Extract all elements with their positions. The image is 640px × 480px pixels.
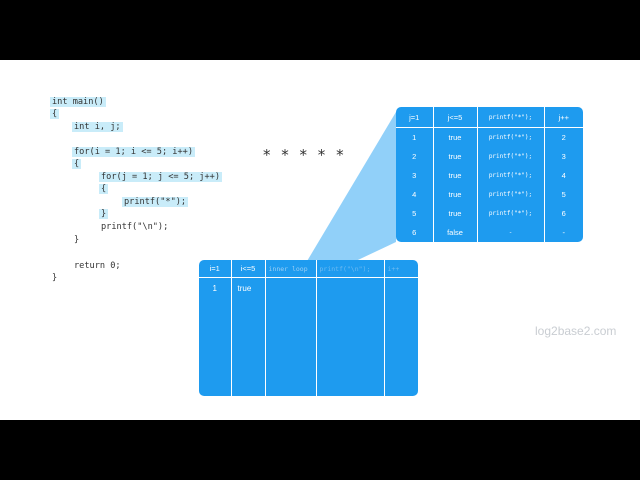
inner-cell: printf("*"); xyxy=(477,166,545,185)
code-line-inner-open: { xyxy=(99,184,109,194)
inner-cell: 6 xyxy=(396,222,434,242)
table-row: 4 true printf("*"); 5 xyxy=(396,184,583,204)
code-line-outer-for: for(i = 1; i <= 5; i++) xyxy=(72,147,195,157)
code-line-inner-close: } xyxy=(99,209,109,219)
outer-header-condition: i<=5 xyxy=(231,260,266,278)
inner-cell: - xyxy=(477,222,545,242)
outer-loop-table: i=1 i<=5 inner loop printf("\n"); i++ 1 … xyxy=(199,260,418,396)
code-line-outer-close: } xyxy=(74,235,80,245)
inner-cell: 2 xyxy=(396,147,434,166)
inner-cell: printf("*"); xyxy=(477,147,545,166)
inner-cell: 4 xyxy=(561,170,566,180)
inner-cell: 4 xyxy=(396,184,434,204)
program-output: * * * * * xyxy=(263,146,347,164)
inner-cell: 1 xyxy=(396,127,434,148)
outer-header-init: i=1 xyxy=(199,260,232,278)
code-line-return: return 0; xyxy=(74,261,121,271)
inner-cell: printf("*"); xyxy=(477,127,545,148)
code-line-inner-for: for(j = 1; j <= 5; j++) xyxy=(99,172,222,182)
inner-cell: 5 xyxy=(561,189,566,199)
inner-cell: true xyxy=(433,127,478,148)
inner-cell: printf("*"); xyxy=(477,184,545,204)
code-line-open-brace: { xyxy=(50,109,60,119)
inner-header-condition: j<=5 xyxy=(433,107,478,128)
table-row: 6 false - - xyxy=(396,222,583,242)
inner-cell: true xyxy=(433,203,478,223)
code-line-printf-star: printf("*"); xyxy=(122,197,189,207)
inner-cell: true xyxy=(433,166,478,185)
inner-loop-table: j=1 j<=5 printf("*"); j++ 1 true printf(… xyxy=(396,107,583,242)
inner-cell: true xyxy=(433,184,478,204)
inner-cell: printf("*"); xyxy=(477,203,545,223)
outer-cell-i: 1 xyxy=(199,277,232,396)
inner-cell: 5 xyxy=(396,203,434,223)
code-line-outer-open: { xyxy=(72,159,82,169)
outer-header-inner-loop: inner loop xyxy=(265,260,317,278)
table-row: 2 true printf("*"); 3 xyxy=(396,147,583,166)
inner-cell: 3 xyxy=(561,152,566,161)
inner-header-init: j=1 xyxy=(396,107,434,128)
inner-header-printf: printf("*"); xyxy=(477,107,545,128)
code-line-printf-newline: printf("\n"); xyxy=(101,222,169,232)
code-line-main: int main() xyxy=(50,97,106,107)
slide: int main() { int i, j; for(i = 1; i <= 5… xyxy=(0,60,640,420)
inner-header-increment: j++ xyxy=(544,107,583,128)
inner-cell: true xyxy=(433,147,478,166)
code-line-declare: int i, j; xyxy=(72,122,123,132)
outer-header-increment: i++ xyxy=(384,260,418,278)
outer-cell-condition: true xyxy=(231,277,266,396)
outer-cell-increment xyxy=(384,278,418,397)
table-row: 3 true printf("*"); 4 xyxy=(396,166,583,185)
code-line-close-brace: } xyxy=(52,273,58,283)
inner-cell: - xyxy=(562,227,566,237)
watermark: log2base2.com xyxy=(535,324,617,338)
zoom-callout-cone xyxy=(288,112,396,293)
table-row: 1 true xyxy=(199,277,418,397)
outer-cell-inner-loop xyxy=(265,277,317,396)
inner-cell: 6 xyxy=(561,208,566,218)
outer-header-printf-newline: printf("\n"); xyxy=(316,260,385,278)
inner-cell: 2 xyxy=(561,133,566,142)
table-row: 1 true printf("*"); 2 xyxy=(396,127,583,148)
outer-cell-printf xyxy=(316,277,385,396)
inner-cell: 3 xyxy=(396,166,434,185)
table-row: 5 true printf("*"); 6 xyxy=(396,203,583,223)
inner-cell: false xyxy=(433,222,478,242)
